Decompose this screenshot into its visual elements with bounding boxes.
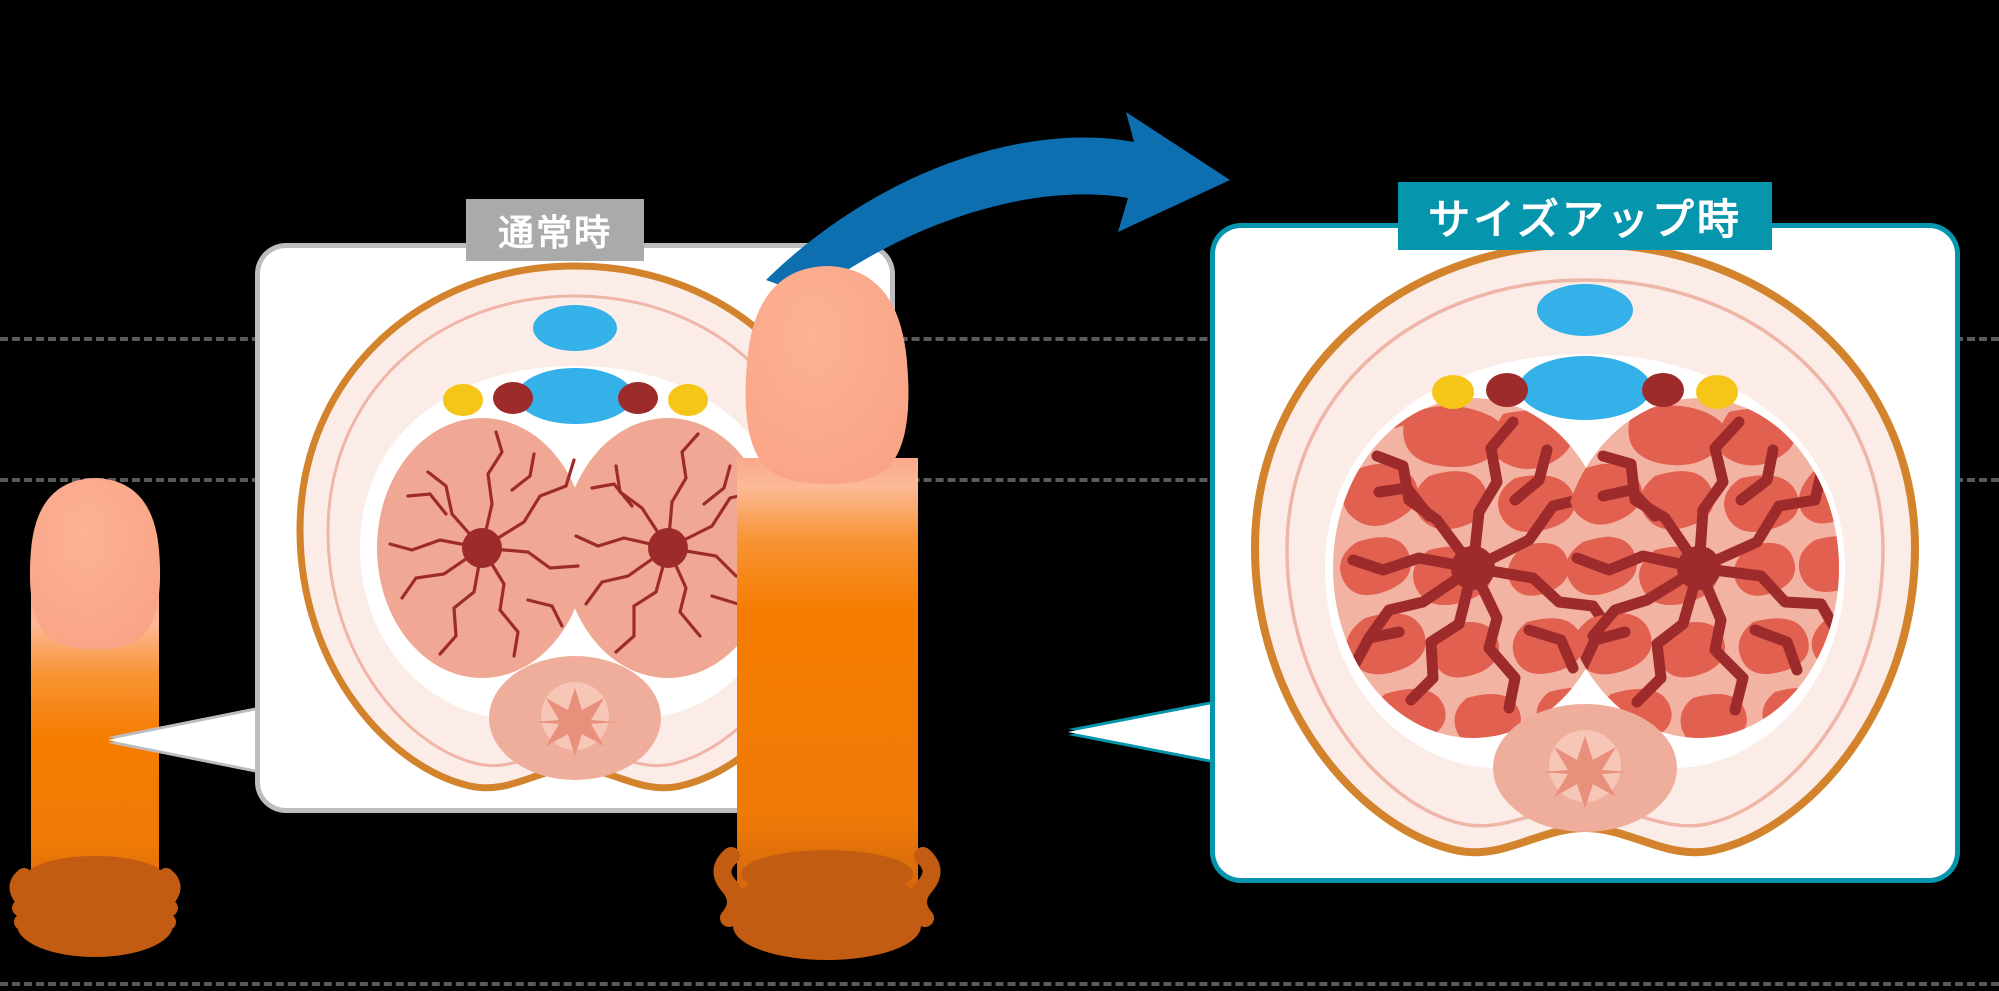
cross-section-sizeup [1250,239,1920,857]
urethra-lumen [534,688,616,756]
dorsal-nerve-right [668,384,708,416]
bubble-tail-sizeup [1068,700,1233,764]
dorsal-vein-superficial [533,305,617,351]
bubble-tail-normal [108,706,278,774]
vessels-right [1571,416,1839,716]
label-sizeup: サイズアップ時 [1398,182,1772,250]
figure-sizeup [713,258,941,991]
label-normal-text: 通常時 [497,212,612,253]
dorsal-nerve-left [443,384,483,416]
dorsal-artery-right [1642,373,1684,407]
urethra-lumen [1541,736,1629,808]
dorsal-vein-deep [517,368,633,424]
dorsal-nerve-right [1696,375,1738,409]
guide-line-middle [0,478,1999,482]
dorsal-nerve-left [1432,375,1474,409]
label-normal: 通常時 [466,199,644,261]
dorsal-vein-superficial [1537,284,1633,336]
label-sizeup-text: サイズアップ時 [1428,195,1742,243]
panel-sizeup [1215,228,1955,878]
dorsal-artery-left [1486,373,1528,407]
guide-line-top [0,337,1999,341]
dorsal-vein-deep [1519,356,1651,420]
dorsal-artery-right [618,382,658,414]
figure-normal [0,470,190,991]
cross-section-normal [296,262,854,792]
guide-line-bottom [0,982,1999,986]
cavernous-artery-left [1451,546,1495,590]
dorsal-artery-left [493,382,533,414]
panel-normal [260,248,890,808]
cavernous-artery-right [1677,546,1721,590]
transition-arrow [760,110,1280,310]
